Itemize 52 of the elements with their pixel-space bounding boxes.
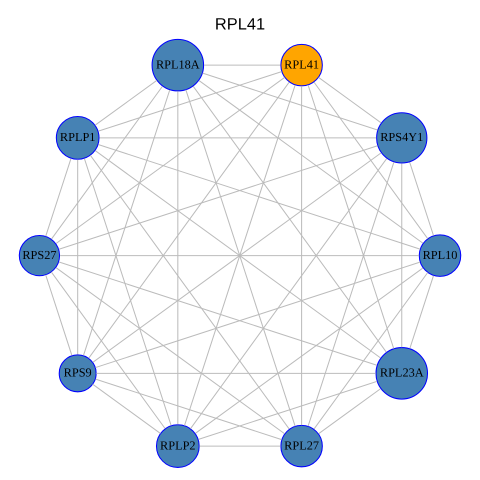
node-circle: RPL18A: [152, 38, 204, 92]
connector: [96, 372, 376, 374]
connector: [314, 82, 428, 239]
connector: [88, 82, 290, 358]
connector: [45, 275, 72, 356]
connector: [198, 80, 424, 244]
connector: [98, 144, 420, 250]
connector: [94, 80, 158, 126]
connector: [83, 90, 170, 356]
connector: [204, 64, 280, 66]
node-circle: RPS27: [18, 234, 60, 276]
diagram-title: RPL41: [214, 16, 266, 34]
connector: [90, 155, 290, 430]
connector: [318, 388, 381, 434]
connector: [92, 384, 161, 434]
connector: [314, 272, 428, 430]
node-circle: RPS4Y1: [376, 112, 428, 164]
connector: [190, 158, 388, 429]
connector: [56, 77, 285, 244]
connector: [58, 145, 378, 250]
connector: [84, 158, 172, 426]
connector: [60, 255, 420, 256]
connector: [95, 378, 282, 440]
node-circle: RPLP2: [156, 424, 200, 468]
connector: [308, 162, 394, 426]
node-circle: RPL27: [280, 424, 323, 468]
connector: [308, 84, 394, 349]
connector: [177, 91, 178, 424]
connector: [56, 267, 285, 434]
connector: [198, 380, 378, 440]
connector: [95, 262, 420, 368]
connector: [58, 261, 378, 366]
node-circle: RPS9: [58, 354, 97, 392]
connector: [301, 86, 302, 426]
connector: [401, 163, 402, 348]
connector: [50, 272, 166, 429]
node-circle: RPL41: [280, 44, 323, 86]
node-circle: RPLP1: [56, 116, 100, 160]
node-circle: RPL23A: [375, 347, 428, 400]
connector: [45, 158, 72, 236]
connector: [99, 137, 376, 138]
connector: [195, 268, 424, 434]
node-circle: RPL10: [418, 234, 462, 277]
connector: [409, 162, 434, 236]
connector: [51, 86, 163, 240]
connector: [409, 276, 434, 349]
connector: [202, 72, 378, 130]
connector: [318, 77, 382, 124]
connector: [192, 86, 387, 352]
connector: [199, 446, 281, 447]
connector: [98, 71, 282, 132]
connector: [77, 160, 78, 354]
